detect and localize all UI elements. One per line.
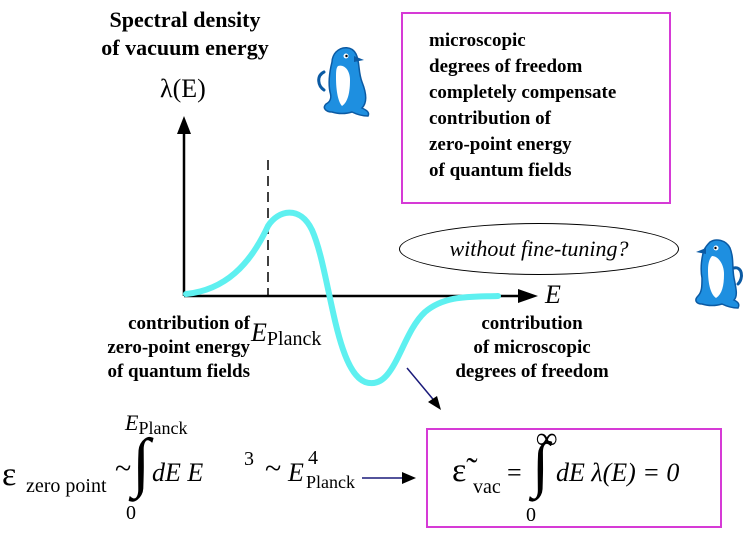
planck-marker-label: EPlanck xyxy=(251,318,321,351)
integral-sign-2: ∫ xyxy=(532,431,549,499)
y-axis-label: λ(E) xyxy=(160,74,206,103)
lower-limit-2: 0 xyxy=(526,504,536,526)
chart-title: Spectral density of vacuum energy xyxy=(60,6,310,62)
title-line-2: of vacuum energy xyxy=(101,35,269,60)
left-label-line: contribution of xyxy=(128,313,250,334)
tilde-2: ~ xyxy=(265,452,282,485)
box-line: completely compensate xyxy=(429,82,617,103)
arrow-formula-to-box2-head xyxy=(402,472,416,484)
result-e: E xyxy=(288,458,304,488)
compensation-box: microscopic degrees of freedom completel… xyxy=(401,12,671,204)
spectral-density-curve xyxy=(183,209,501,387)
box-line: microscopic xyxy=(429,30,526,51)
right-label-line: contribution xyxy=(481,313,583,334)
zero-point-contribution-label: contribution of zero-point energy of qua… xyxy=(60,312,250,384)
arrow-to-box2 xyxy=(406,367,438,405)
planck-marker-sub: Planck xyxy=(266,328,322,350)
result-sub: Planck xyxy=(306,472,355,492)
upper-limit-main: E xyxy=(125,410,139,435)
equals-sign: = xyxy=(507,458,522,487)
right-label-line: degrees of freedom xyxy=(455,361,609,382)
penguin-icon xyxy=(317,47,370,117)
left-label-line: of quantum fields xyxy=(107,361,250,382)
x-axis-arrowhead xyxy=(518,289,538,303)
ellipse-text: without fine-tuning? xyxy=(449,236,629,261)
y-axis-arrowhead xyxy=(177,116,191,134)
integrand-2-text: dE λ(E) = 0 xyxy=(556,458,680,487)
vacuum-energy-box xyxy=(426,428,722,528)
epsilon-vac-sub: vac xyxy=(473,476,501,498)
left-label-line: zero-point energy xyxy=(107,337,250,358)
integrand-text: dE E xyxy=(152,458,204,487)
power-3: 3 xyxy=(244,448,254,470)
epsilon-vac: ε̃ xyxy=(452,452,467,489)
lower-limit-1: 0 xyxy=(126,502,136,524)
integral-sign-1: ∫ xyxy=(132,426,151,499)
microscopic-contribution-label: contribution of microscopic degrees of f… xyxy=(432,312,632,384)
box-line: contribution of xyxy=(429,108,551,129)
epsilon-zero-point-sub: zero point xyxy=(26,475,107,497)
planck-marker-main: E xyxy=(251,318,267,347)
upper-limit-e: EPlanck xyxy=(125,410,188,438)
arrow-to-box2-head xyxy=(428,396,441,410)
tilde-1: ~ xyxy=(115,452,132,485)
epsilon-zero-point: ε xyxy=(2,456,17,493)
result-main: E xyxy=(288,458,304,487)
box-line: degrees of freedom xyxy=(429,56,583,77)
result-power: 4 xyxy=(308,447,318,469)
upper-limit-infinity: ∞ xyxy=(536,422,558,455)
upper-limit-sub: Planck xyxy=(138,418,188,438)
integrand-2: dE λ(E) = 0 xyxy=(556,458,679,488)
fine-tuning-ellipse: without fine-tuning? xyxy=(399,223,679,275)
title-line-1: Spectral density xyxy=(109,7,261,32)
integrand-1: dE E xyxy=(152,458,203,488)
box-line: of quantum fields xyxy=(429,160,572,181)
right-label-line: of microscopic xyxy=(473,337,591,358)
box-line: zero-point energy xyxy=(429,134,572,155)
x-axis-label: E xyxy=(545,280,561,309)
penguin-icon-2 xyxy=(695,239,743,309)
